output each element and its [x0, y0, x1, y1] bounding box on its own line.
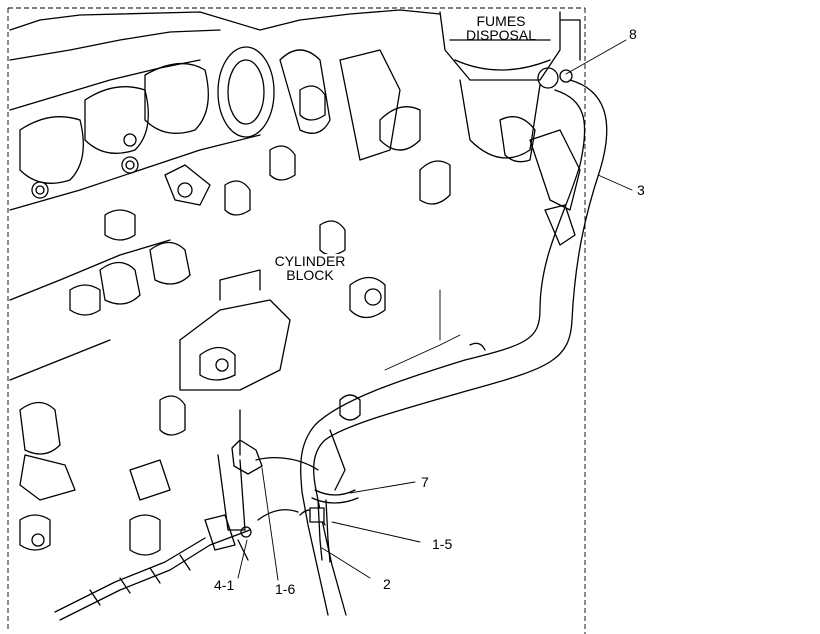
part-label-1-5: 1-5 — [432, 536, 453, 552]
part-label-4-1: 4-1 — [214, 577, 235, 593]
cylinder-block-line1: CYLINDER — [274, 253, 346, 269]
cylinder-block — [9, 9, 486, 621]
support-bracket — [299, 499, 331, 563]
cylinder-block-callout: CYLINDER BLOCK — [270, 254, 350, 282]
cylinder-block-line2: BLOCK — [286, 267, 334, 283]
sensor-assembly — [204, 409, 319, 561]
fumes-disposal-line2: DISPOSAL — [465, 27, 537, 43]
view-border — [7, 7, 586, 634]
hose-clamp — [311, 489, 359, 504]
breather-hose — [300, 79, 608, 616]
part-label-7: 7 — [421, 474, 429, 490]
fumes-disposal-callout: FUMES DISPOSAL — [461, 14, 541, 42]
part-label-2: 2 — [383, 576, 391, 592]
fumes-disposal-canister — [439, 11, 581, 246]
part-label-3: 3 — [637, 182, 645, 198]
leader-lines — [237, 39, 633, 581]
part-label-1-6: 1-6 — [275, 581, 296, 597]
part-label-8: 8 — [629, 26, 637, 42]
fumes-disposal-line1: FUMES — [476, 13, 526, 29]
